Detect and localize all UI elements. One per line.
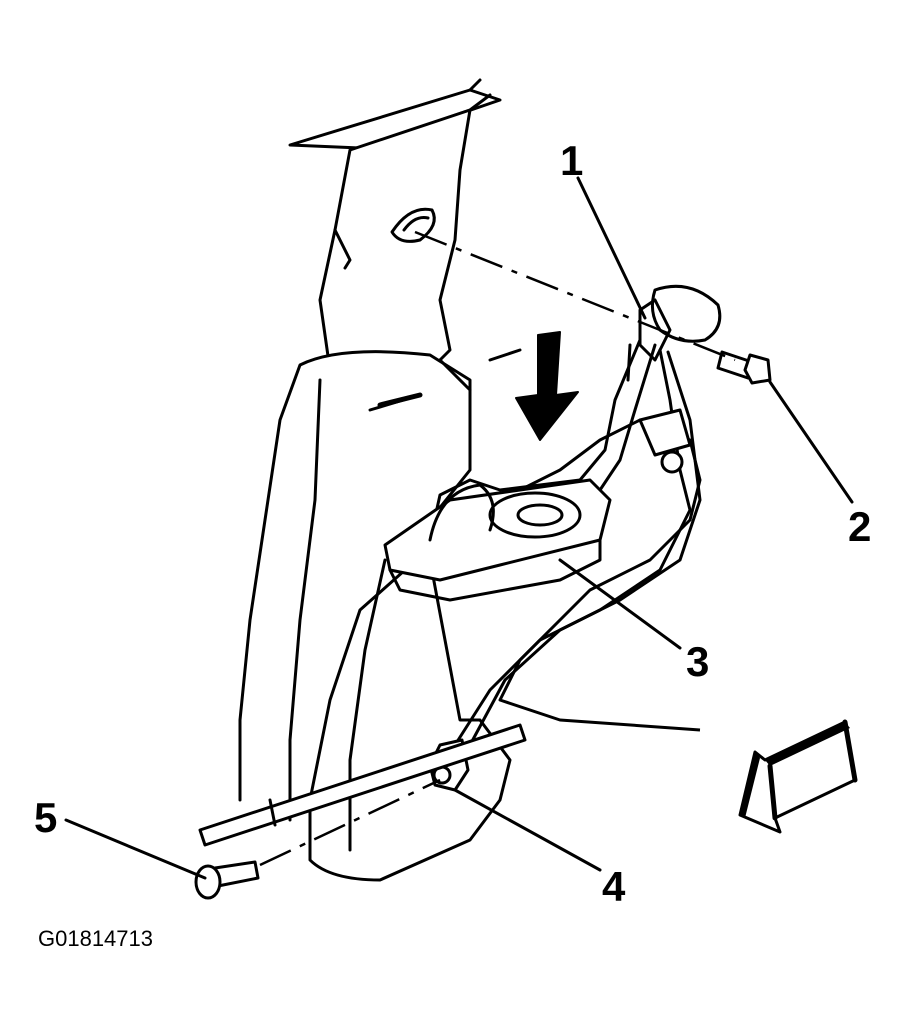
lower-pillar xyxy=(238,348,702,882)
figure-id: G01814713 xyxy=(38,926,153,951)
bolt-5 xyxy=(194,860,260,900)
leader-lines xyxy=(64,176,854,880)
callout-5: 5 xyxy=(34,794,58,841)
shoulder-anchor xyxy=(626,284,722,382)
arrow-down-left-icon xyxy=(738,719,858,834)
retractor-cover xyxy=(383,478,612,602)
seat-belt-webbing xyxy=(428,338,702,747)
callout-1: 1 xyxy=(560,137,584,184)
bolt-2 xyxy=(716,350,772,385)
pillar-trim xyxy=(318,108,472,372)
callout-4: 4 xyxy=(602,863,626,910)
arrow-down-icon xyxy=(515,331,579,441)
floor-strip xyxy=(198,723,527,847)
alignment-lines xyxy=(259,230,736,867)
callout-3: 3 xyxy=(686,638,710,685)
callout-2: 2 xyxy=(848,503,872,550)
